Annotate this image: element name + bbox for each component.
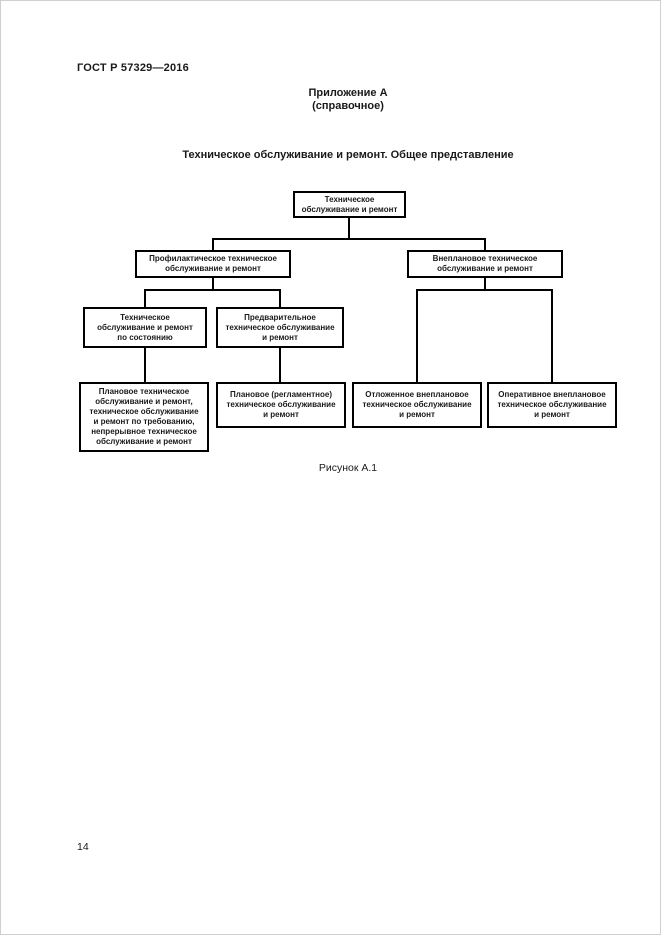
figure-caption: Рисунок А.1 [318,462,378,474]
annex-heading: Приложение А (справочное) [148,87,548,113]
connector-level2-right-horizontal [416,289,553,291]
connector-root-stub [348,216,350,240]
diagram-node-preventive-maintenance: Профилактическое техническое обслуживани… [135,250,291,278]
connector-preventive-stub [212,277,214,291]
connector-corrective-stub [484,277,486,291]
connector-to-condition-based [144,289,146,308]
connector-predetermined-to-child [279,346,281,383]
diagram-node-condition-based-maintenance: Техническое обслуживание и ремонт по сос… [83,307,207,348]
connector-to-immediate [551,289,553,383]
connector-level1-horizontal [212,238,486,240]
connector-to-preventive [212,238,214,252]
connector-to-corrective [484,238,486,252]
connector-to-deferred [416,289,418,383]
diagram-node-scheduled-regulated: Плановое (регламентное) техническое обсл… [216,382,346,428]
diagram-node-maintenance: Техническое обслуживание и ремонт [293,191,406,218]
diagram-node-scheduled-on-request-continuous: Плановое техническое обслуживание и ремо… [79,382,209,452]
section-title: Техническое обслуживание и ремонт. Общее… [182,149,514,161]
connector-to-predetermined [279,289,281,308]
diagram-node-immediate-corrective: Оперативное внеплановое техническое обсл… [487,382,617,428]
page-number: 14 [77,841,89,853]
diagram-node-deferred-corrective: Отложенное внеплановое техническое обслу… [352,382,482,428]
annex-title: Приложение А [308,87,388,99]
document-header: ГОСТ Р 57329—2016 [77,62,189,74]
diagram-node-corrective-maintenance: Внеплановое техническое обслуживание и р… [407,250,563,278]
diagram-node-predetermined-maintenance: Предварительное техническое обслуживание… [216,307,344,348]
connector-condition-to-child [144,346,146,383]
annex-subtitle: (справочное) [312,100,384,112]
connector-level2-left-horizontal [144,289,281,291]
